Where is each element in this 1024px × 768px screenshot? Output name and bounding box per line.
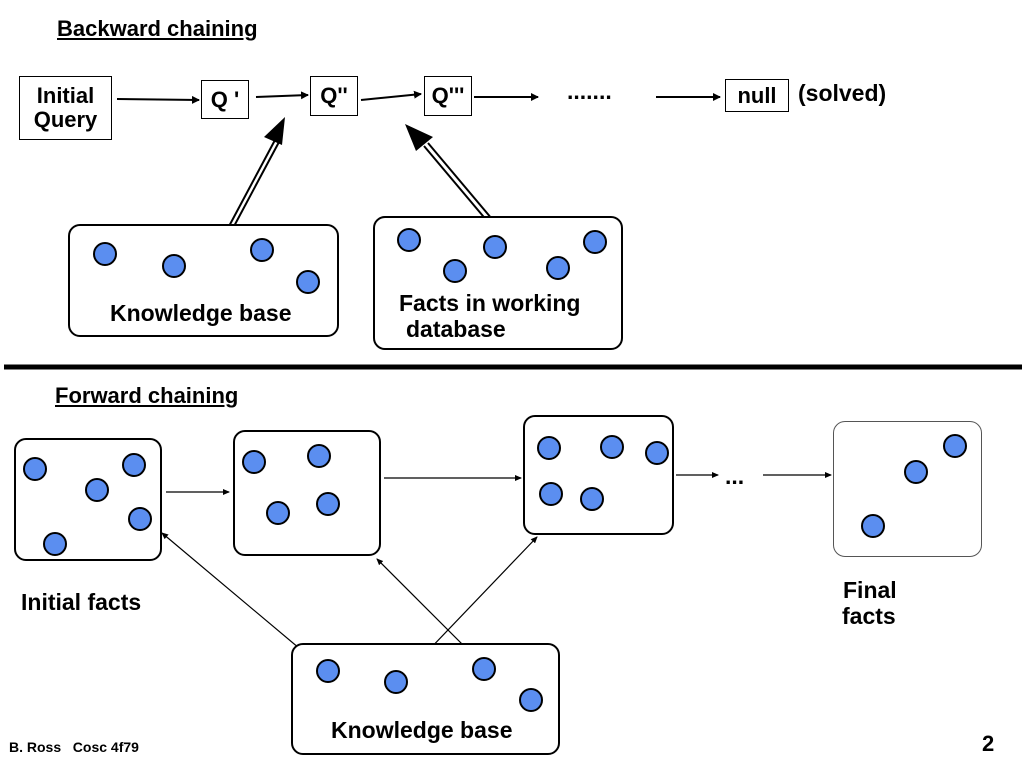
backward-chaining-heading: Backward chaining: [57, 16, 258, 41]
backward-kb-label: Knowledge base: [110, 300, 292, 326]
fact-dot: [539, 482, 563, 506]
kb-to-chain-arrow: [226, 117, 285, 231]
intermediate-facts-box-2: [523, 415, 674, 535]
fact-dot: [250, 238, 274, 262]
fact-dot: [23, 457, 47, 481]
q2-box: Q'': [310, 76, 358, 116]
forward-chaining-heading: Forward chaining: [55, 383, 239, 408]
fact-dot: [483, 235, 507, 259]
fact-dot: [242, 450, 266, 474]
fact-dot: [296, 270, 320, 294]
q1-box: Q ': [201, 80, 249, 119]
fact-dot: [583, 230, 607, 254]
initial-query-line2: Query: [33, 107, 98, 132]
q1-label: Q ': [210, 86, 240, 112]
final-facts-box: [833, 421, 982, 557]
forward-knowledge-base-box: Knowledge base: [291, 643, 560, 755]
fact-dot: [384, 670, 408, 694]
fact-dot: [162, 254, 186, 278]
facts-line1: Facts in working: [399, 290, 581, 316]
q2-label: Q'': [320, 83, 348, 108]
initial-query-box: Initial Query: [19, 76, 112, 140]
null-label: null: [737, 82, 777, 108]
intermediate-facts-box-1: [233, 430, 381, 556]
q3-box: Q''': [424, 76, 472, 116]
fact-dot: [307, 444, 331, 468]
forward-kb-label: Knowledge base: [331, 717, 513, 743]
q3-label: Q''': [431, 83, 465, 108]
final-facts-line1: Final: [843, 577, 897, 603]
fact-dot: [904, 460, 928, 484]
arrow-q2-to-q3: [360, 90, 422, 101]
fact-dot: [128, 507, 152, 531]
page-number: 2: [982, 731, 995, 756]
footer-author-name: B. Ross: [9, 739, 62, 755]
fact-dot: [943, 434, 967, 458]
kb-to-initial-facts-line: [161, 532, 319, 665]
backward-ellipsis: .......: [567, 78, 612, 104]
fact-dot: [861, 514, 885, 538]
arrow-query-to-q1: [116, 95, 200, 104]
fact-dot: [43, 532, 67, 556]
footer-course: Cosc 4f79: [72, 739, 139, 755]
facts-line2: database: [406, 316, 506, 342]
backward-knowledge-base-box: Knowledge base: [68, 224, 339, 337]
fact-dot: [600, 435, 624, 459]
fact-dot: [397, 228, 421, 252]
fact-dot: [580, 487, 604, 511]
fact-dot: [537, 436, 561, 460]
fact-dot: [645, 441, 669, 465]
forward-ellipsis: ...: [725, 463, 745, 489]
fact-dot: [546, 256, 570, 280]
fact-dot: [472, 657, 496, 681]
arrow-q1-to-q2: [255, 91, 309, 100]
initial-query-line1: Initial: [36, 83, 95, 108]
fact-dot: [316, 659, 340, 683]
final-facts-line2: facts: [842, 603, 896, 629]
footer-author: B. Ross Cosc 4f79: [9, 739, 139, 755]
initial-facts-box: [14, 438, 162, 561]
fact-dot: [519, 688, 543, 712]
initial-facts-label: Initial facts: [21, 589, 142, 615]
fact-dot: [316, 492, 340, 516]
facts-to-chain-arrow: [405, 124, 493, 223]
fact-dot: [85, 478, 109, 502]
null-box: null: [725, 79, 789, 112]
fact-dot: [443, 259, 467, 283]
fact-dot: [93, 242, 117, 266]
fact-dot: [266, 501, 290, 525]
working-database-box: Facts in working database: [373, 216, 623, 350]
solved-label: (solved): [798, 80, 887, 106]
fact-dot: [122, 453, 146, 477]
